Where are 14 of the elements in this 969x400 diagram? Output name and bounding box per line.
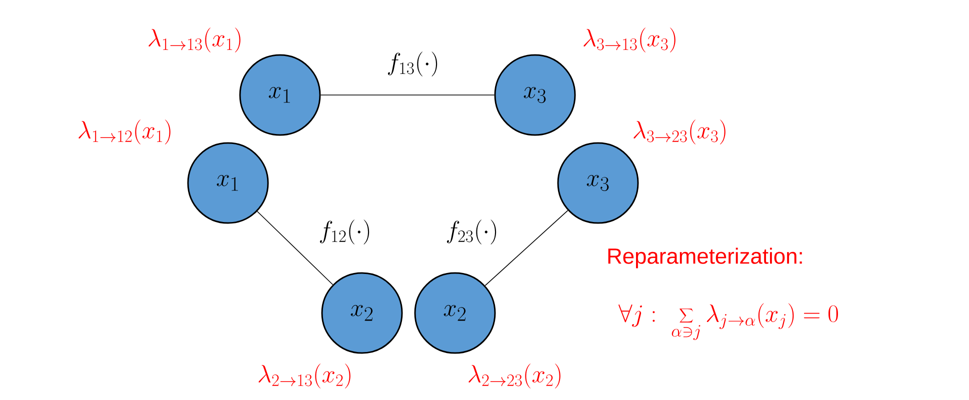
note-text: Reparameterization: xyxy=(608,248,802,268)
factor-label: $f_{13}(\cdot)$ xyxy=(388,52,438,76)
message-label: $\lambda_{2\to 23}(x_2)$ xyxy=(468,364,560,388)
factor-line xyxy=(484,210,568,286)
factor-label: $f_{12}(\cdot)$ xyxy=(320,220,370,244)
factor-line xyxy=(256,210,334,286)
factor-label: $f_{23}(\cdot)$ xyxy=(446,220,496,244)
factor-line xyxy=(320,94,495,96)
message-label: $\lambda_{1\to 12}(x_1)$ xyxy=(78,120,170,144)
message-label: $\lambda_{3\to 13}(x_3)$ xyxy=(584,28,676,52)
message-label: $\lambda_{2\to 13}(x_2)$ xyxy=(258,364,350,388)
message-label: $\lambda_{3\to 23}(x_3)$ xyxy=(634,120,726,144)
constraint-formula: $\forall j:\ \sum_{\alpha\ni j}\lambda_{j\to\alpha}(x_j)=0$ xyxy=(618,303,838,340)
message-label: $\lambda_{1\to 13}(x_1)$ xyxy=(148,28,240,52)
